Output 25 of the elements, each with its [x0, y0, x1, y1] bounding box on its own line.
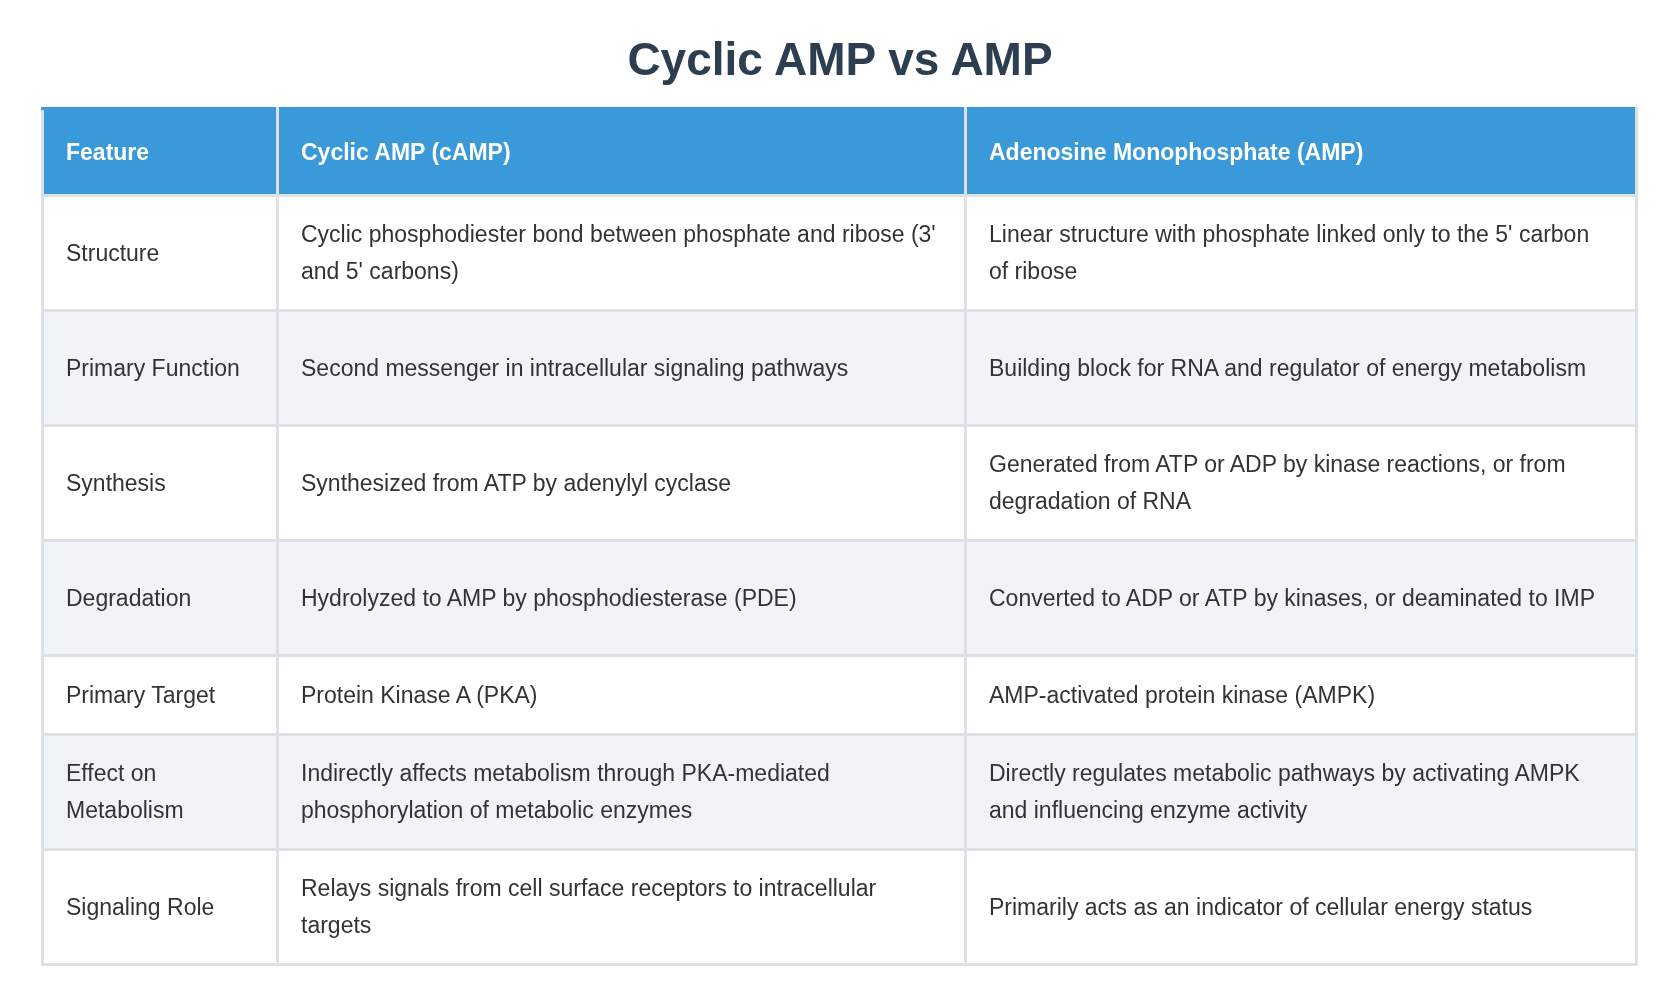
column-header: Feature — [42, 108, 278, 196]
table-cell: Protein Kinase A (PKA) — [277, 655, 966, 735]
title: Cyclic AMP vs AMP — [627, 32, 1053, 86]
row-header: Effect on Metabolism — [42, 734, 278, 850]
table-cell: AMP-activated protein kinase (AMPK) — [965, 655, 1637, 735]
table-cell: Second messenger in intracellular signaling pathways — [277, 310, 966, 426]
table-cell: Indirectly affects metabolism through PKA-mediated phosphorylation of metabolic enzymes — [277, 734, 966, 850]
table-cell: Synthesized from ATP by adenylyl cyclase — [277, 425, 966, 541]
table-cell: Directly regulates metabolic pathways by activating AMPK and influencing enzyme activity — [965, 734, 1637, 850]
column-header: Adenosine Monophosphate (AMP) — [965, 108, 1637, 196]
column-header: Cyclic AMP (cAMP) — [277, 108, 966, 196]
row-header: Degradation — [42, 540, 278, 656]
table-cell: Cyclic phosphodiester bond between phosphate and ribose (3' and 5' carbons) — [277, 195, 966, 311]
row-header: Signaling Role — [42, 849, 278, 965]
table-cell: Linear structure with phosphate linked only to the 5' carbon of ribose — [965, 195, 1637, 311]
row-header: Structure — [42, 195, 278, 311]
table-cell: Hydrolyzed to AMP by phosphodiesterase (PDE) — [277, 540, 966, 656]
table-cell: Converted to ADP or ATP by kinases, or deaminated to IMP — [965, 540, 1637, 656]
table-cell: Relays signals from cell surface receptors to intracellular targets — [277, 849, 966, 965]
table-cell: Building block for RNA and regulator of energy metabolism — [965, 310, 1637, 426]
table-cell: Generated from ATP or ADP by kinase reactions, or from degradation of RNA — [965, 425, 1637, 541]
row-header: Primary Function — [42, 310, 278, 426]
row-header: Synthesis — [42, 425, 278, 541]
row-header: Primary Target — [42, 655, 278, 735]
table-cell: Primarily acts as an indicator of cellular energy status — [965, 849, 1637, 965]
